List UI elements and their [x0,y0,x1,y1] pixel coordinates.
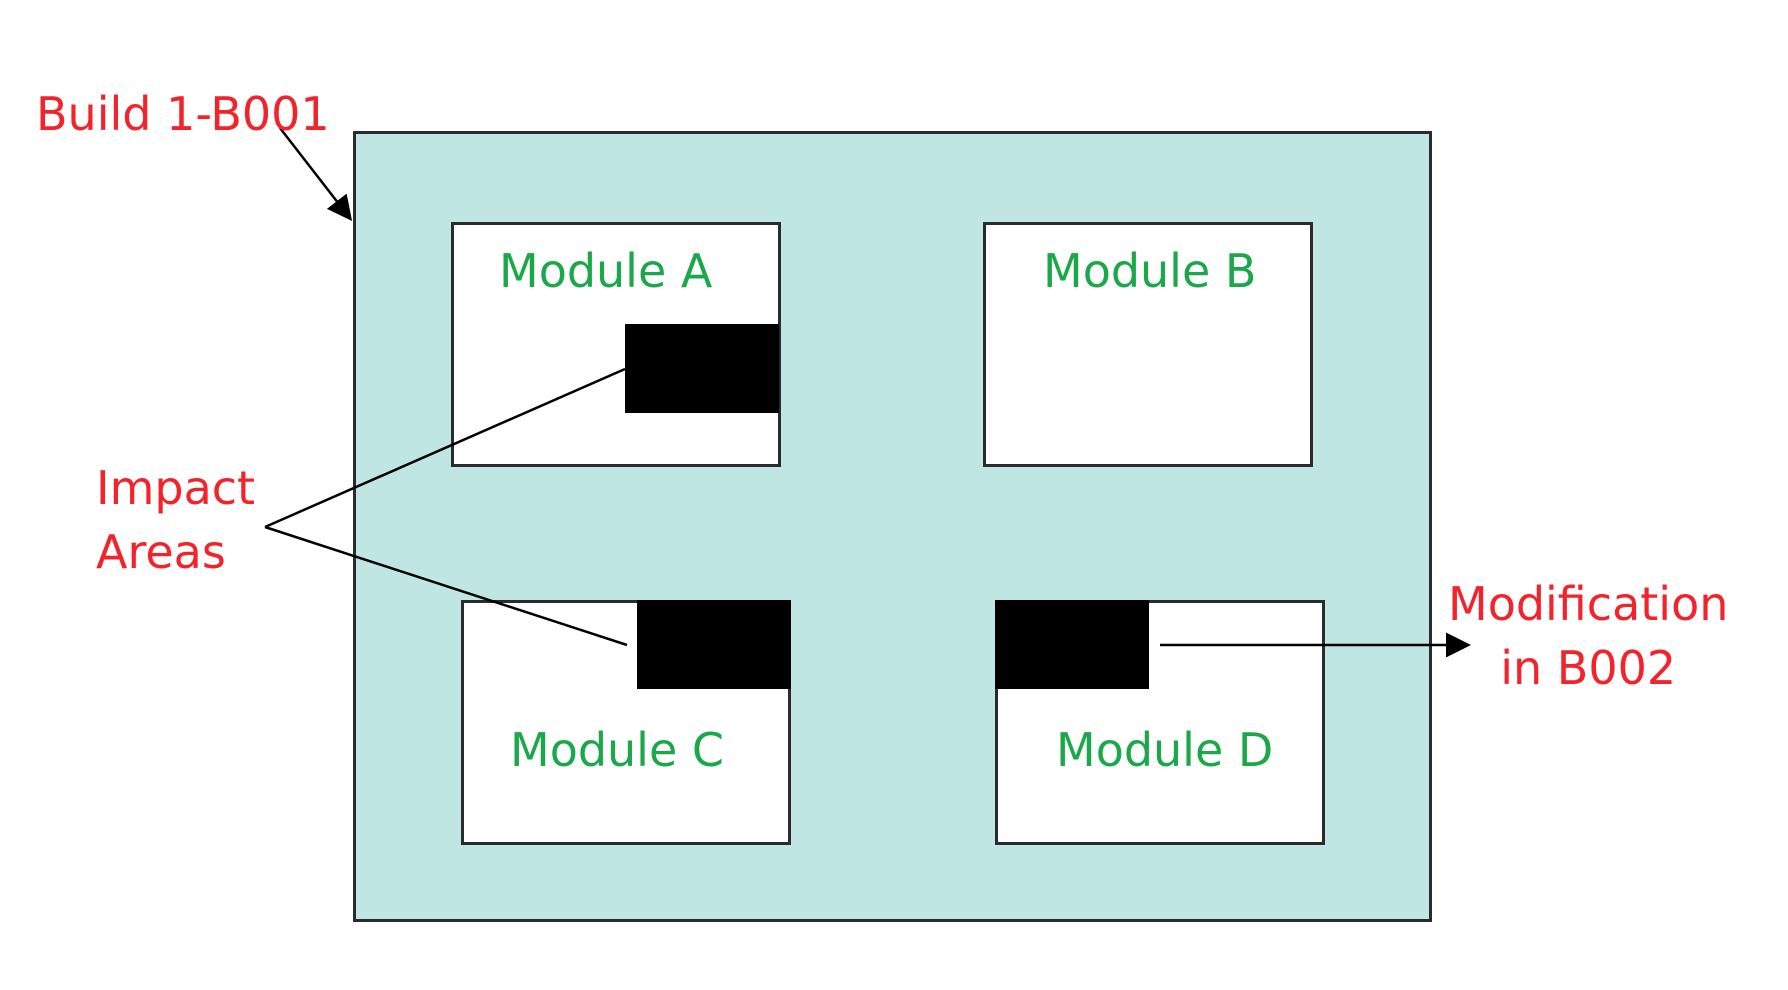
build-label: Build 1-B001 [36,87,330,141]
modification-line2: in B002 [1500,641,1677,695]
impact-areas-line1: Impact [96,461,256,515]
module-d: Module D [995,600,1325,845]
module-a-impact-area [625,324,779,413]
impact-areas-label: Impact Areas [96,456,255,584]
impact-areas-line2: Areas [96,525,226,579]
module-b: Module B [983,222,1313,467]
module-c-impact-area [637,600,791,689]
module-c-label: Module C [510,723,725,777]
module-b-label: Module B [1043,244,1257,298]
module-d-label: Module D [1056,723,1274,777]
module-d-impact-area [995,600,1149,689]
modification-label: Modification in B002 [1448,572,1728,700]
modification-line1: Modification [1448,577,1729,631]
module-a-label: Module A [499,244,713,298]
